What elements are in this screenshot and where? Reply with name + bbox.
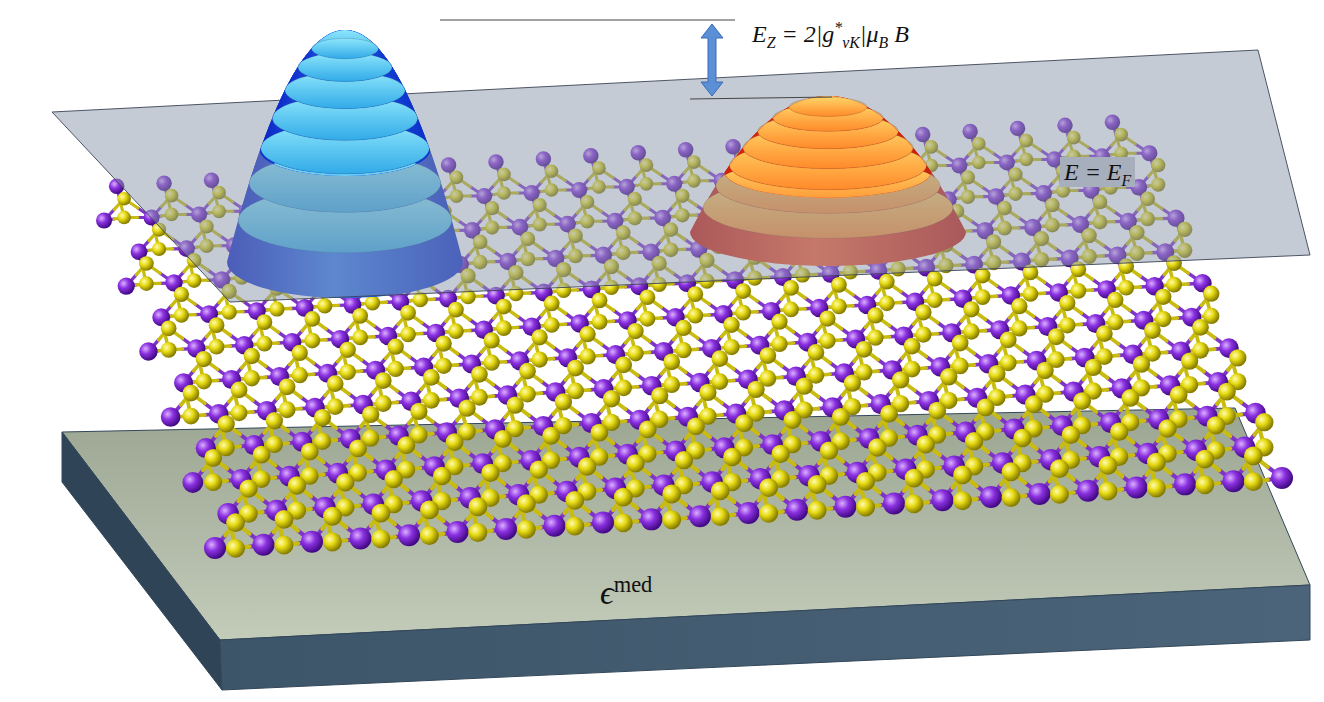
substrate-front	[220, 585, 1310, 690]
substrate-side	[62, 432, 222, 690]
